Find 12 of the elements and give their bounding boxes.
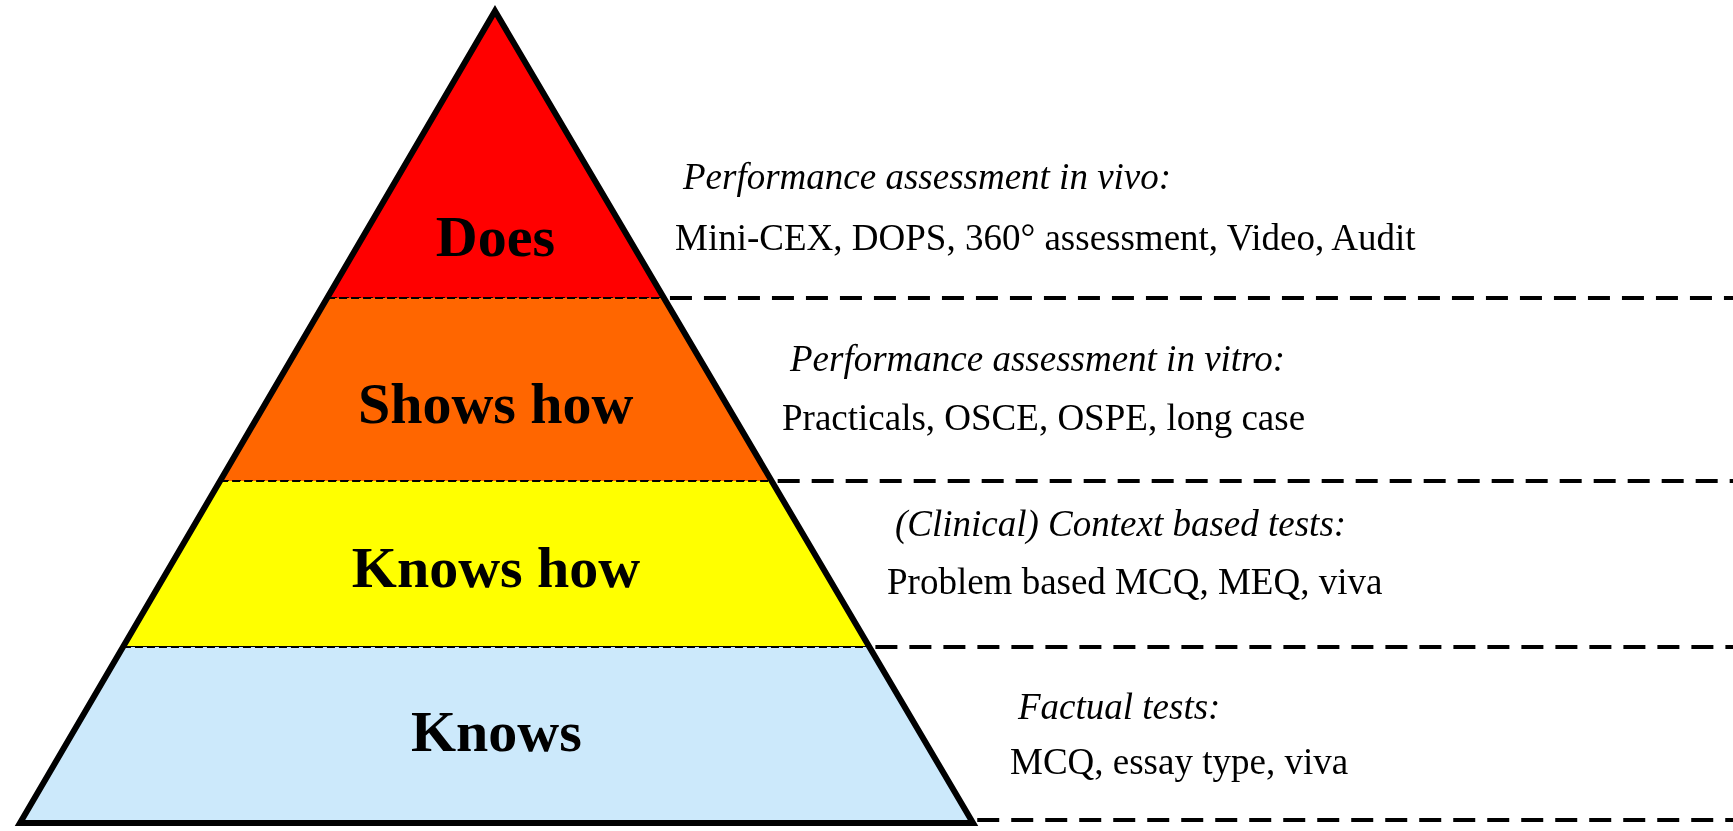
level-label: Does xyxy=(435,208,555,266)
assessment-heading: (Clinical) Context based tests: xyxy=(895,504,1347,545)
assessment-heading: Performance assessment in vivo: xyxy=(683,157,1172,198)
level-label: Shows how xyxy=(357,375,634,433)
level-label: Knows how xyxy=(351,539,641,597)
assessment-heading: Factual tests: xyxy=(1018,687,1221,728)
assessment-methods: Practicals, OSCE, OSPE, long case xyxy=(782,398,1306,439)
level-label: Knows xyxy=(410,703,582,761)
assessment-methods: MCQ, essay type, viva xyxy=(1010,742,1349,783)
assessment-heading: Performance assessment in vitro: xyxy=(790,339,1285,380)
assessment-methods: Problem based MCQ, MEQ, viva xyxy=(887,562,1383,603)
assessment-methods: Mini-CEX, DOPS, 360° assessment, Video, Audit xyxy=(675,218,1416,259)
